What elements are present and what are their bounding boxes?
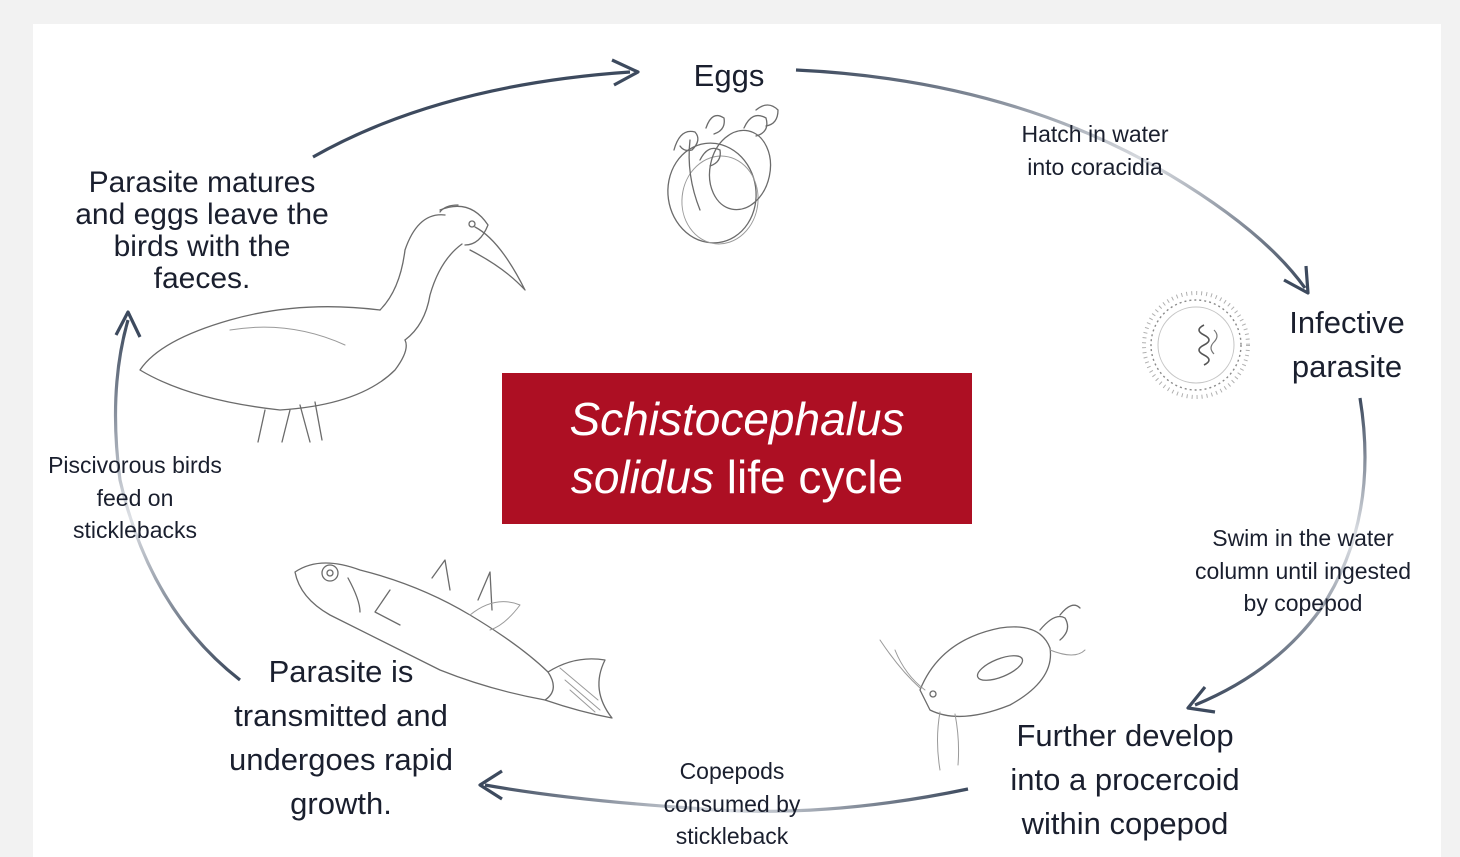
transition-consumed-line-2: consumed by [640,788,824,821]
stage-procercoid-line-3: within copepod [975,802,1275,846]
diagram-title: Schistocephalus solidus life cycle [502,373,972,524]
stage-growth-line-4: growth. [196,782,486,826]
title-suffix: life cycle [714,451,903,503]
stage-matures: Parasite matures and eggs leave the bird… [52,167,352,295]
title-species: solidus [571,451,714,503]
stage-growth-line-3: undergoes rapid [196,738,486,782]
title-line-1: Schistocephalus [502,390,972,448]
transition-birds-line-1: Piscivorous birds [24,449,246,482]
transition-birds: Piscivorous birds feed on sticklebacks [24,449,246,547]
stage-growth: Parasite is transmitted and undergoes ra… [196,650,486,826]
stage-eggs-line: Eggs [654,54,804,98]
stage-growth-line-2: transmitted and [196,694,486,738]
transition-hatch-line-2: into coracidia [990,151,1200,184]
transition-swim-line-1: Swim in the water [1168,522,1438,555]
stage-procercoid-line-2: into a procercoid [975,758,1275,802]
stage-infective-parasite: Infective parasite [1262,301,1432,389]
stage-procercoid-line-1: Further develop [975,714,1275,758]
title-line-2: solidus life cycle [502,448,972,506]
stage-infective-line-2: parasite [1262,345,1432,389]
transition-consumed-line-1: Copepods [640,755,824,788]
transition-hatch-line-1: Hatch in water [990,118,1200,151]
stage-matures-line-2: and eggs leave the [52,199,352,231]
stage-procercoid: Further develop into a procercoid within… [975,714,1275,846]
transition-consumed: Copepods consumed by stickleback [640,755,824,853]
transition-hatch: Hatch in water into coracidia [990,118,1200,183]
stage-matures-line-4: faeces. [52,263,352,295]
transition-swim-line-3: by copepod [1168,587,1438,620]
stage-matures-line-3: birds with the [52,231,352,263]
transition-swim-line-2: column until ingested [1168,555,1438,588]
transition-consumed-line-3: stickleback [640,820,824,853]
stage-growth-line-1: Parasite is [196,650,486,694]
stage-infective-line-1: Infective [1262,301,1432,345]
eggs-sketch [661,105,778,249]
stage-eggs: Eggs [654,54,804,98]
transition-birds-line-2: feed on [24,482,246,515]
arrow-matures-to-eggs [313,60,638,157]
transition-swim: Swim in the water column until ingested … [1168,522,1438,620]
coracidium-sketch [1144,293,1248,397]
stage-matures-line-1: Parasite matures [52,167,352,199]
transition-birds-line-3: sticklebacks [24,514,246,547]
